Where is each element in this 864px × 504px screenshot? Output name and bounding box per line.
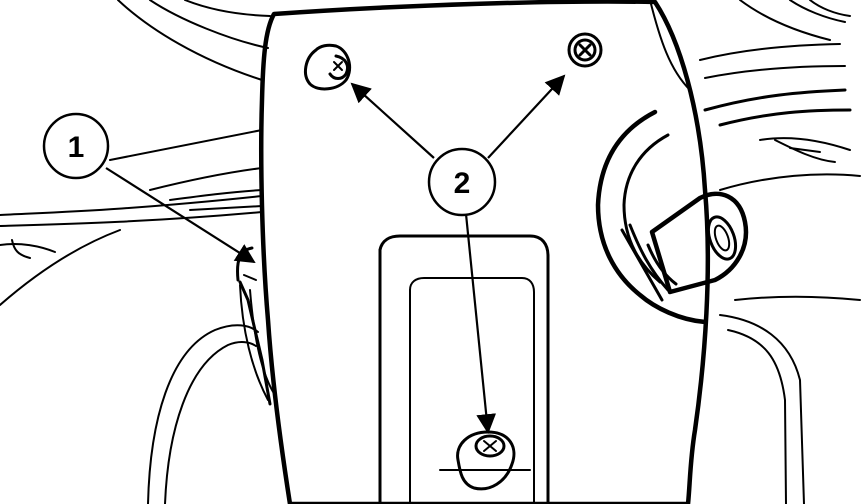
callout-2-label: 2: [454, 167, 471, 200]
ignition-lock-housing: [595, 109, 749, 325]
callout-2-circle: [427, 147, 497, 217]
callout-1-circle: [42, 112, 110, 180]
callout-2: 2: [427, 147, 497, 217]
leader-1-to-panel: [105, 167, 256, 264]
leader-2-to-fastener-top-left: [350, 82, 435, 159]
fastener-top-left: [303, 43, 352, 91]
leader-2-to-fastener-bottom: [464, 213, 497, 434]
leader-lines: [105, 74, 566, 434]
callout-1: 1: [42, 112, 110, 180]
fastener-top-right: [567, 32, 603, 68]
leader-2-to-fastener-top-right: [487, 74, 566, 159]
callout-1-label: 1: [68, 131, 85, 164]
fastener-bottom: [456, 430, 516, 491]
